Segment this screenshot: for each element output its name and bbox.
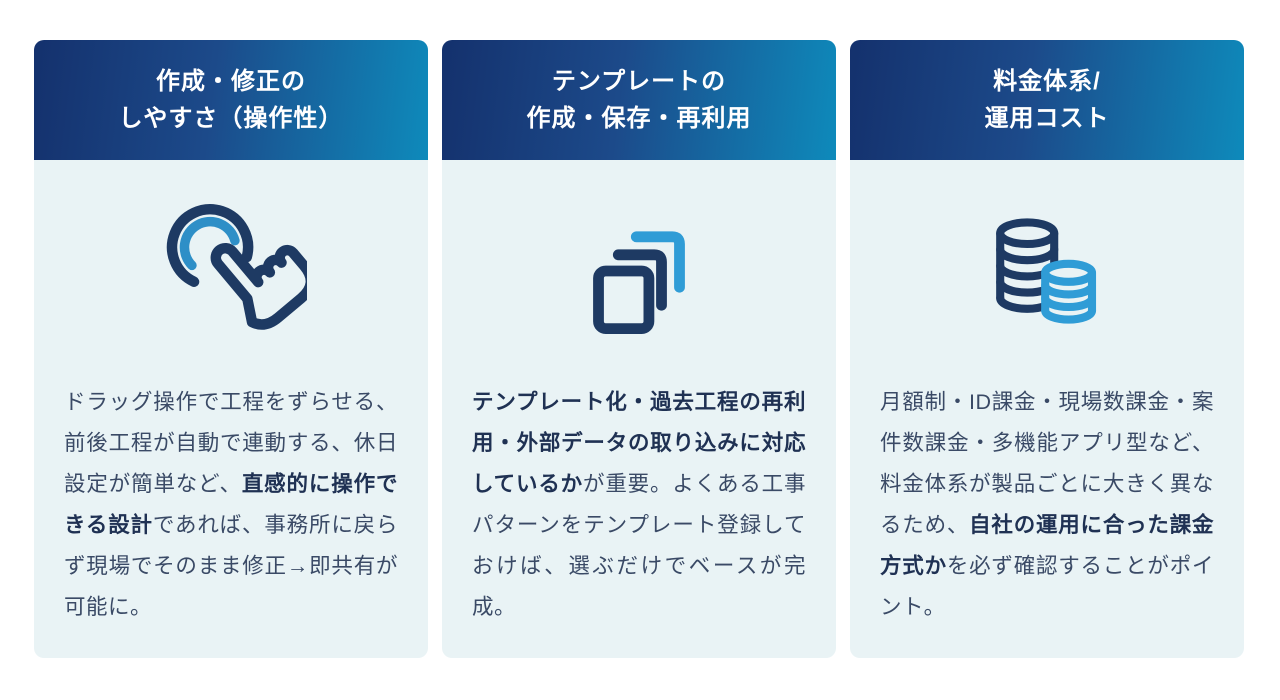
card-title-line: 作成・保存・再利用 xyxy=(526,105,752,132)
card-title-line: しやすさ（操作性） xyxy=(118,105,344,132)
tap-click-icon xyxy=(166,204,307,330)
card-body-template: テンプレート化・過去工程の再利用・外部データの取り込みに対応しているかが重要。よ… xyxy=(442,160,836,658)
card-header-operability: 作成・修正の しやすさ（操作性） xyxy=(34,40,428,160)
icon-area xyxy=(880,160,1214,382)
coins-icon xyxy=(996,218,1097,324)
card-pricing: 料金体系/ 運用コスト xyxy=(850,40,1244,658)
card-title-line: 料金体系/ xyxy=(993,68,1101,95)
card-template: テンプレートの 作成・保存・再利用 テンプレート化・過去工程の再利用・外部データ… xyxy=(442,40,836,658)
card-title-line: 運用コスト xyxy=(984,105,1110,132)
card-header-template: テンプレートの 作成・保存・再利用 xyxy=(442,40,836,160)
card-operability: 作成・修正の しやすさ（操作性） ドラッグ操作で工程をずらせる、前後工程が自動で… xyxy=(34,40,428,658)
card-title-line: テンプレートの xyxy=(551,68,727,95)
card-description: 月額制・ID課金・現場数課金・案件数課金・多機能アプリ型など、料金体系が製品ごと… xyxy=(880,390,1214,619)
feature-comparison-panel: 作成・修正の しやすさ（操作性） ドラッグ操作で工程をずらせる、前後工程が自動で… xyxy=(34,40,1244,658)
card-description: テンプレート化・過去工程の再利用・外部データの取り込みに対応しているかが重要。よ… xyxy=(472,390,806,619)
card-body-operability: ドラッグ操作で工程をずらせる、前後工程が自動で連動する、休日設定が簡単など、直感… xyxy=(34,160,428,658)
template-copy-icon xyxy=(593,231,685,334)
icon-area xyxy=(472,160,806,382)
icon-area xyxy=(64,160,398,382)
card-description: ドラッグ操作で工程をずらせる、前後工程が自動で連動する、休日設定が簡単など、直感… xyxy=(64,390,398,619)
card-body-pricing: 月額制・ID課金・現場数課金・案件数課金・多機能アプリ型など、料金体系が製品ごと… xyxy=(850,160,1244,658)
card-title-line: 作成・修正の xyxy=(156,68,306,95)
card-header-pricing: 料金体系/ 運用コスト xyxy=(850,40,1244,160)
